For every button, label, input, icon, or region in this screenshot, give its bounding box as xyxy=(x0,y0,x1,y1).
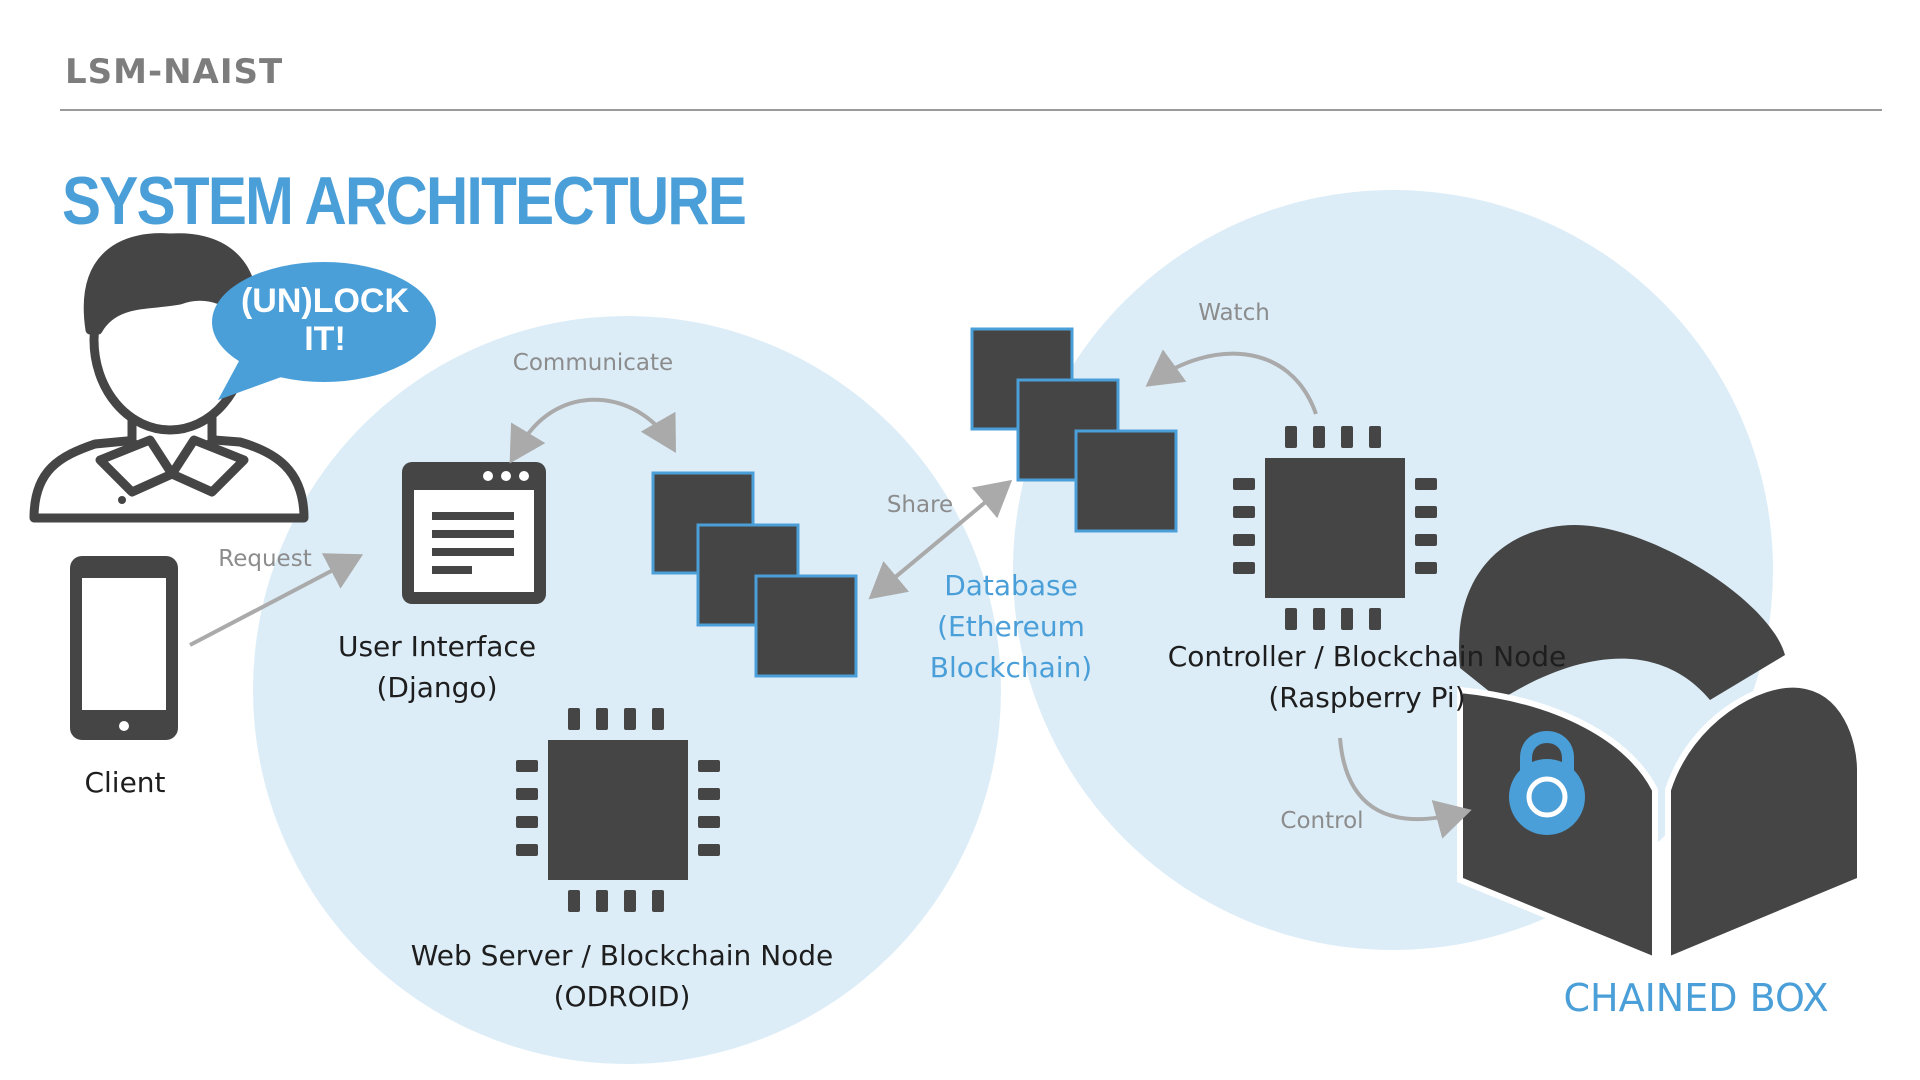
smartphone-icon xyxy=(70,556,178,740)
share-arrow xyxy=(868,479,1013,600)
server-blockchain-blocks-icon xyxy=(651,471,858,678)
watch-edge-label: Watch xyxy=(1198,300,1270,326)
chained-box-label: CHAINED BOX xyxy=(1563,976,1829,1020)
controller-chip-icon xyxy=(1233,426,1437,630)
speech-bubble xyxy=(212,262,436,400)
request-arrow xyxy=(189,553,364,647)
database-label-line3: Blockchain) xyxy=(929,651,1093,684)
communicate-edge-label: Communicate xyxy=(512,350,674,376)
brand-header: LSM-NAIST xyxy=(65,52,284,92)
browser-window-icon xyxy=(402,462,546,604)
database-label-line2: (Ethereum xyxy=(937,610,1085,643)
web-server-label: Web Server / Blockchain Node (ODROID) xyxy=(411,935,834,1017)
controller-label: Controller / Blockchain Node (Raspberry … xyxy=(1168,636,1567,718)
client-label: Client xyxy=(84,766,166,799)
database-blockchain-blocks-icon xyxy=(970,327,1178,533)
control-edge-label: Control xyxy=(1280,808,1364,834)
control-arrow xyxy=(1338,737,1472,839)
database-label: Database (Ethereum Blockchain) xyxy=(930,565,1092,688)
web-server-label-line2: (ODROID) xyxy=(553,980,691,1013)
controller-label-line2: (Raspberry Pi) xyxy=(1268,681,1466,714)
speech-bubble-line2: IT! xyxy=(304,320,346,358)
web-server-label-line1: Web Server / Blockchain Node xyxy=(410,939,834,972)
padlock-icon xyxy=(1509,731,1585,835)
speech-bubble-line1: (UN)LOCK xyxy=(240,282,410,320)
ui-label-line2: (Django) xyxy=(376,671,498,704)
request-edge-label: Request xyxy=(218,546,312,572)
database-label-line1: Database xyxy=(944,569,1078,602)
watch-arrow xyxy=(1145,349,1318,415)
header-divider xyxy=(60,109,1882,111)
communicate-arrow xyxy=(509,397,676,464)
speech-bubble-text: (UN)LOCK IT! xyxy=(241,282,409,358)
page-title: SYSTEM ARCHITECTURE xyxy=(62,163,747,239)
ui-label-line1: User Interface xyxy=(337,630,537,663)
share-edge-label: Share xyxy=(886,492,954,518)
ui-label: User Interface (Django) xyxy=(338,626,536,708)
web-server-chip-icon xyxy=(516,708,720,912)
controller-label-line1: Controller / Blockchain Node xyxy=(1167,640,1567,673)
